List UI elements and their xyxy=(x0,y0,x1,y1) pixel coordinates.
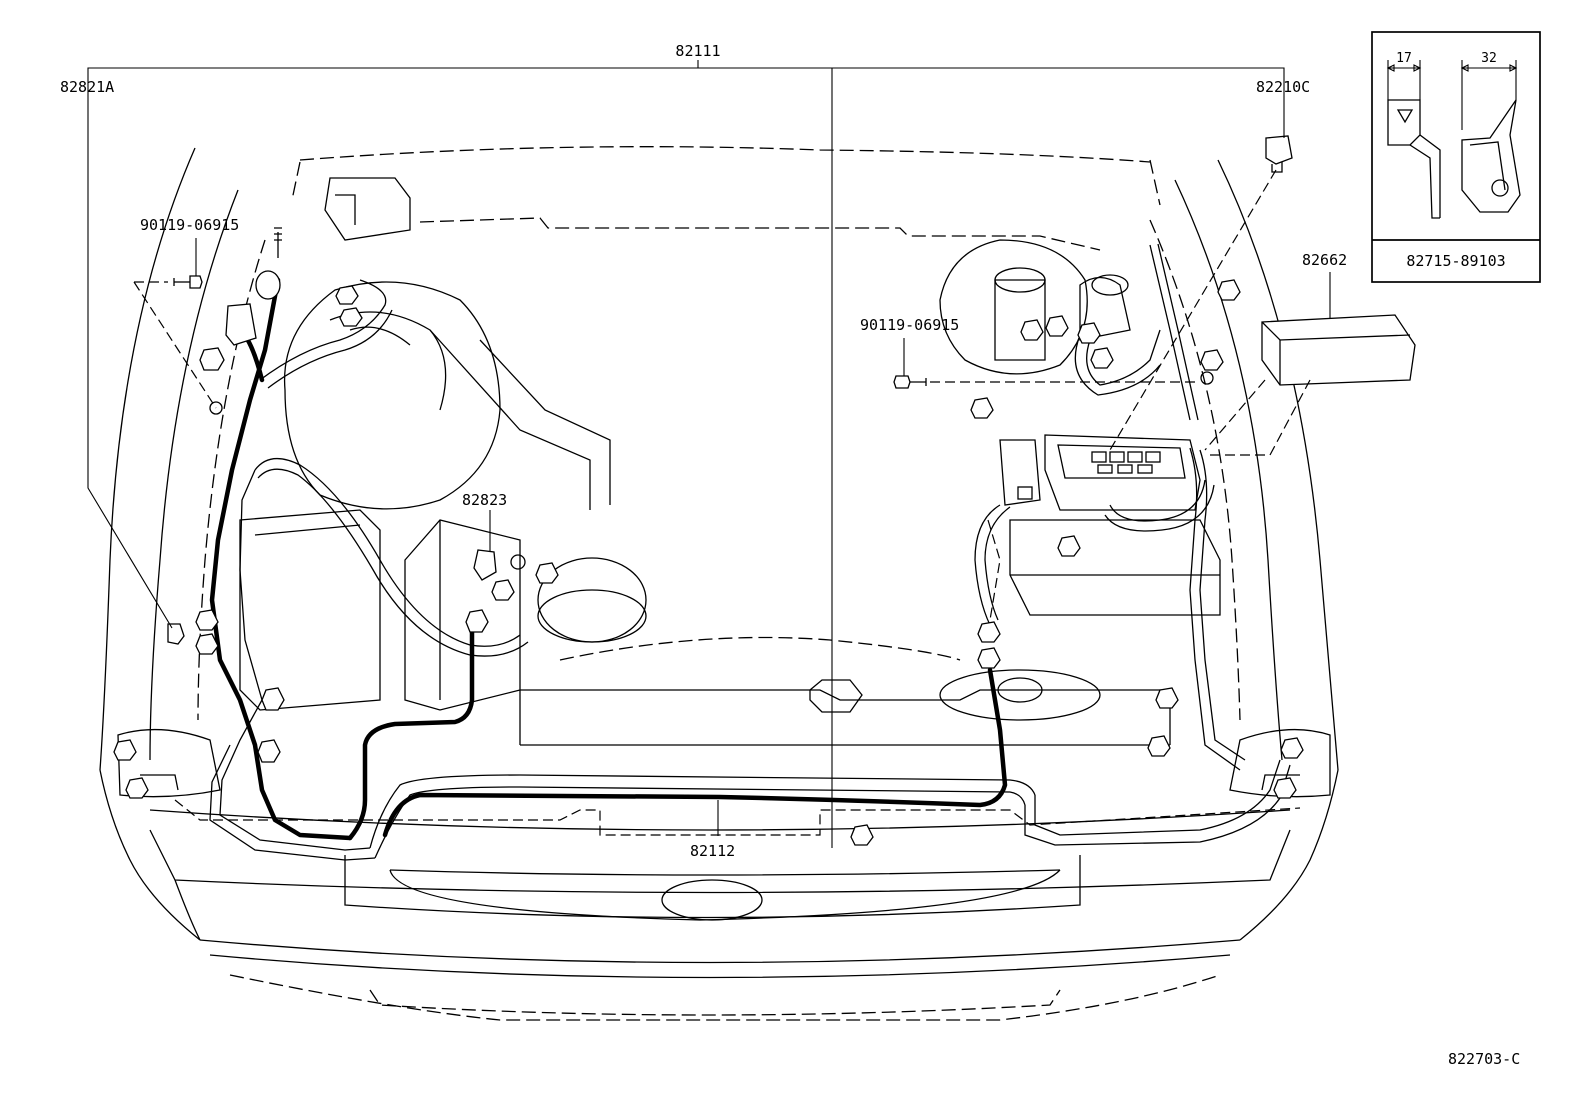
figure-id: 822703-C xyxy=(1448,1050,1520,1068)
heavy-harness xyxy=(209,277,1008,841)
harness-tubes xyxy=(209,243,1291,861)
inset-part-number: 82715-89103 xyxy=(1406,252,1505,270)
label-bolt-right: 90119-06915 xyxy=(860,316,959,334)
bolt-left-icon xyxy=(173,275,203,289)
label-bolt-left: 90119-06915 xyxy=(140,216,239,234)
inset-bracket-detail xyxy=(1371,31,1541,283)
vehicle-body xyxy=(99,146,1339,1021)
main-harness-bracket xyxy=(87,60,1285,848)
label-sensor-connector: 82823 xyxy=(462,491,507,509)
engine-assembly xyxy=(239,177,1416,746)
label-right-connector: 82210C xyxy=(1256,78,1310,96)
label-relay-block-cover: 82662 xyxy=(1302,251,1347,269)
inset-labels: 17 32 82715-89103 xyxy=(1396,51,1506,270)
bolt-right-icon xyxy=(893,375,927,389)
leader-lines xyxy=(87,100,1331,836)
label-front-harness: 82112 xyxy=(690,842,735,860)
label-left-clamp: 82821A xyxy=(60,78,114,96)
part-labels: 82111 82821A 82210C 90119-06915 90119-06… xyxy=(60,42,1520,1068)
connectors xyxy=(113,135,1304,846)
inset-dimension-17: 17 xyxy=(1396,51,1412,66)
inset-dimension-32: 32 xyxy=(1481,51,1497,66)
label-main-harness: 82111 xyxy=(675,42,720,60)
